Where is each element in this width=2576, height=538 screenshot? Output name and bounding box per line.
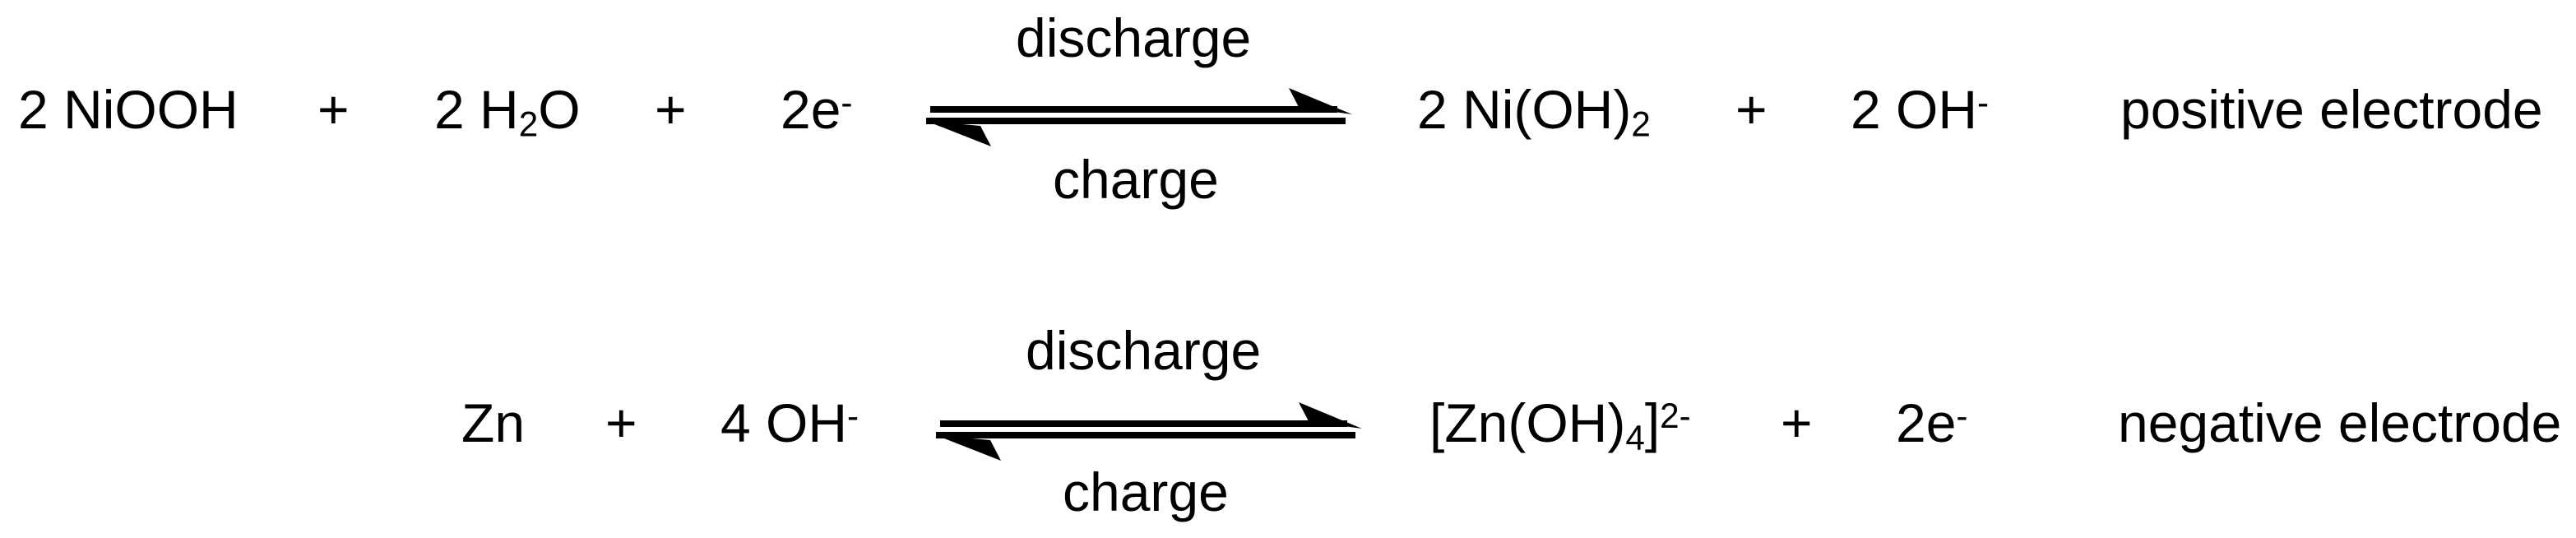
equilibrium-arrow: [936, 402, 1362, 461]
reactant-2-h2o: 2 H2O: [434, 79, 581, 144]
plus-operator: +: [1735, 79, 1768, 140]
product-2-nioh2: 2 Ni(OH)2: [1417, 79, 1651, 144]
forward-arrowhead-icon: [1299, 402, 1362, 429]
forward-arrow-line: [930, 106, 1337, 113]
reverse-arrowhead-icon: [936, 435, 1001, 461]
product-2e: 2e-: [1896, 392, 1968, 453]
plus-operator: +: [655, 79, 687, 140]
reverse-arrowhead-icon: [926, 121, 991, 146]
reactant-2-niooh: 2 NiOOH: [18, 79, 239, 140]
plus-operator: +: [317, 79, 350, 140]
plus-operator: +: [605, 392, 637, 453]
forward-arrowhead-icon: [1289, 88, 1352, 114]
reverse-arrow-line: [926, 118, 1346, 124]
plus-operator: +: [1781, 392, 1813, 453]
reactant-4-oh: 4 OH-: [720, 392, 859, 453]
discharge-label: discharge: [1026, 320, 1262, 381]
discharge-label: discharge: [1016, 7, 1252, 68]
equilibrium-arrow: [926, 88, 1352, 146]
electrode-label-positive: positive electrode: [2120, 79, 2543, 140]
reverse-arrow-line: [936, 432, 1355, 438]
charge-label: charge: [1063, 461, 1229, 522]
product-2-oh: 2 OH-: [1851, 79, 1990, 140]
reactant-2e: 2e-: [781, 79, 853, 140]
product-zincate: [Zn(OH)4]2-: [1429, 392, 1691, 457]
forward-arrow-line: [940, 420, 1347, 427]
reactant-zn: Zn: [461, 392, 526, 453]
electrode-label-negative: negative electrode: [2118, 392, 2562, 453]
charge-label: charge: [1053, 149, 1219, 210]
